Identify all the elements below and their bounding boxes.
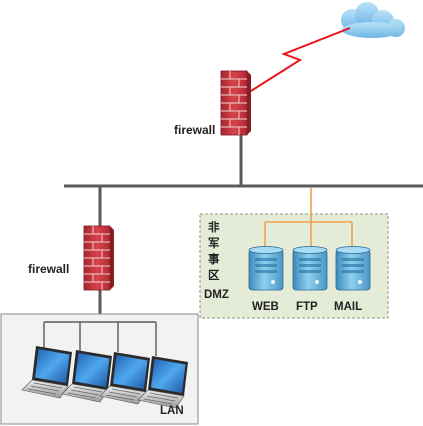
dmz-label-char: 军 (208, 237, 220, 250)
dmz-links (264, 187, 353, 250)
upper-firewall-label: firewall (174, 123, 215, 137)
internet-link (242, 27, 351, 97)
internet-cloud-icon (341, 2, 405, 38)
dmz-label-latin: DMZ (204, 289, 229, 301)
web-server-icon (248, 246, 284, 291)
web-server-label: WEB (252, 301, 279, 313)
lan-links (43, 321, 157, 356)
dmz-label-char: 非 (208, 220, 220, 234)
ftp-server-label: FTP (296, 301, 318, 313)
dmz-label-char: 区 (208, 269, 220, 282)
mail-server-icon (335, 246, 371, 291)
dmz-zone-label: 非 军 事 区 DMZ (204, 220, 229, 301)
lower-firewall-icon (83, 225, 115, 291)
lower-firewall-label: firewall (28, 262, 69, 276)
lan-label: LAN (160, 405, 184, 417)
mail-server-label: MAIL (334, 301, 362, 313)
ftp-server-icon (292, 246, 328, 291)
dmz-label-char: 事 (208, 252, 220, 266)
upper-firewall-icon (220, 70, 252, 136)
